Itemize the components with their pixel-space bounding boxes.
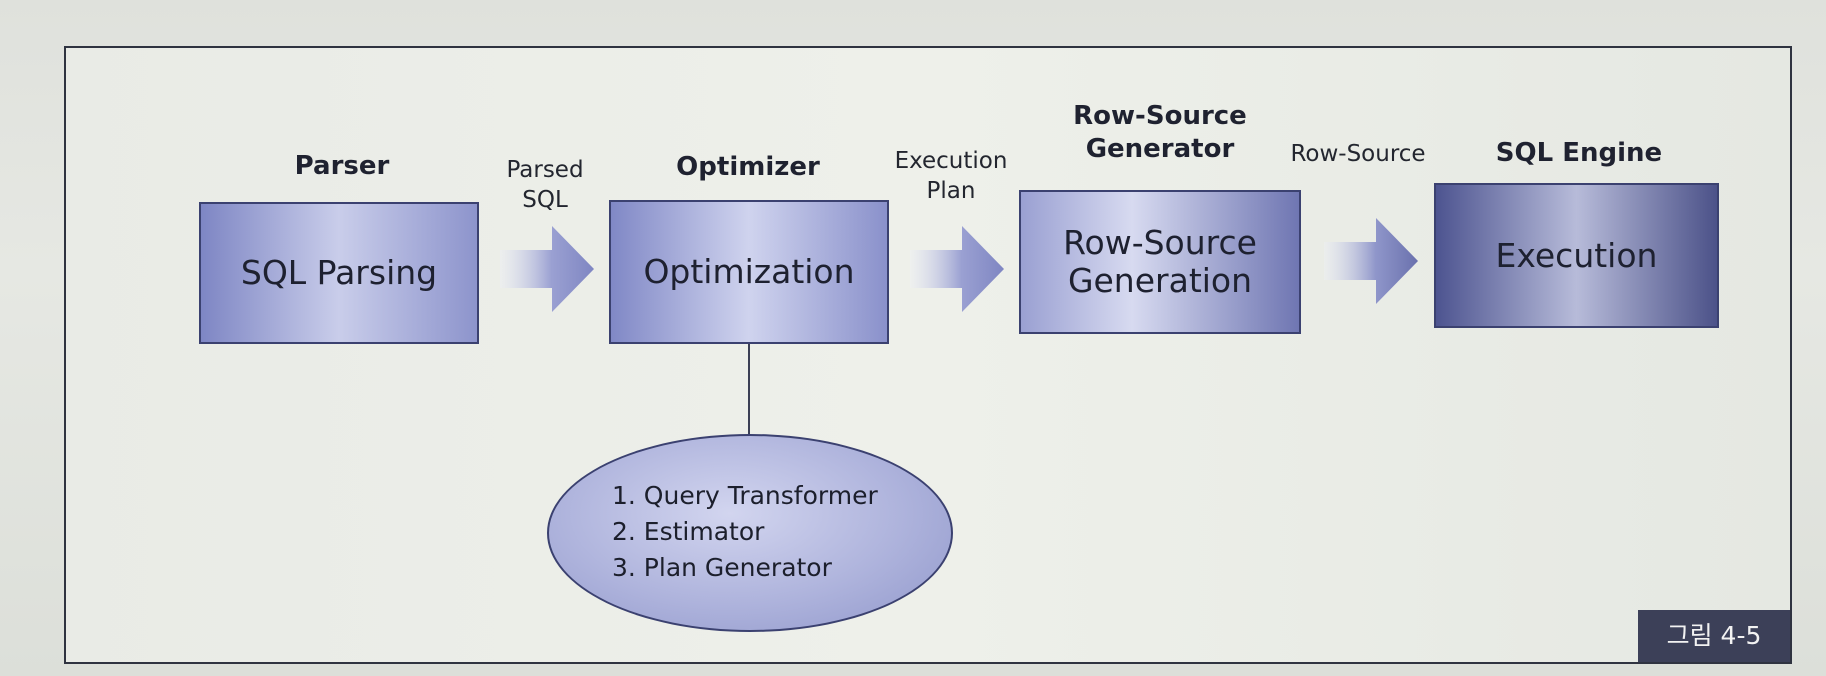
flow-label-line: SQL [522,187,568,213]
right-arrow-icon [1324,218,1418,304]
execution-box: Execution [1434,183,1719,328]
stage-title-parser: Parser [294,151,390,181]
stage-title-sql-engine: SQL Engine [1495,138,1663,168]
box-text: Generation [1067,261,1253,300]
figure-label-badge: 그림 4-5 [1638,610,1790,662]
flow-label-line: Plan [926,178,976,204]
optimizer-connector-line [748,344,750,436]
stage-title-row-source-generator: Row-Source Generator [1044,100,1276,166]
flow-label-parsed-sql: Parsed SQL [490,155,600,215]
right-arrow-icon [910,226,1004,312]
optimizer-component-item: 3. Plan Generator [612,553,832,582]
optimizer-components-ellipse [547,434,953,632]
stage-title-line: Row-Source [1073,101,1247,131]
optimizer-component-item: 2. Estimator [612,517,765,546]
box-text: SQL Parsing [240,253,438,292]
box-text: Row-Source [1063,223,1257,262]
row-source-generation-box: Row-Source Generation [1019,190,1301,334]
flow-label-line: Execution [894,148,1008,174]
flow-label-line: Parsed [506,157,584,183]
sql-parsing-box: SQL Parsing [199,202,479,344]
optimizer-components-list: 1. Query Transformer 2. Estimator 3. Pla… [612,478,878,586]
optimizer-component-item: 1. Query Transformer [612,481,878,510]
flow-label-row-source: Row-Source [1276,139,1440,169]
stage-title-optimizer: Optimizer [676,152,820,182]
optimization-box: Optimization [609,200,889,344]
box-text: Optimization [643,252,855,291]
right-arrow-icon [500,226,594,312]
box-text: Execution [1495,235,1658,275]
flow-label-execution-plan: Execution Plan [878,146,1024,206]
stage-title-line: Generator [1085,134,1235,164]
flow-label-line: Row-Source [1290,141,1426,167]
